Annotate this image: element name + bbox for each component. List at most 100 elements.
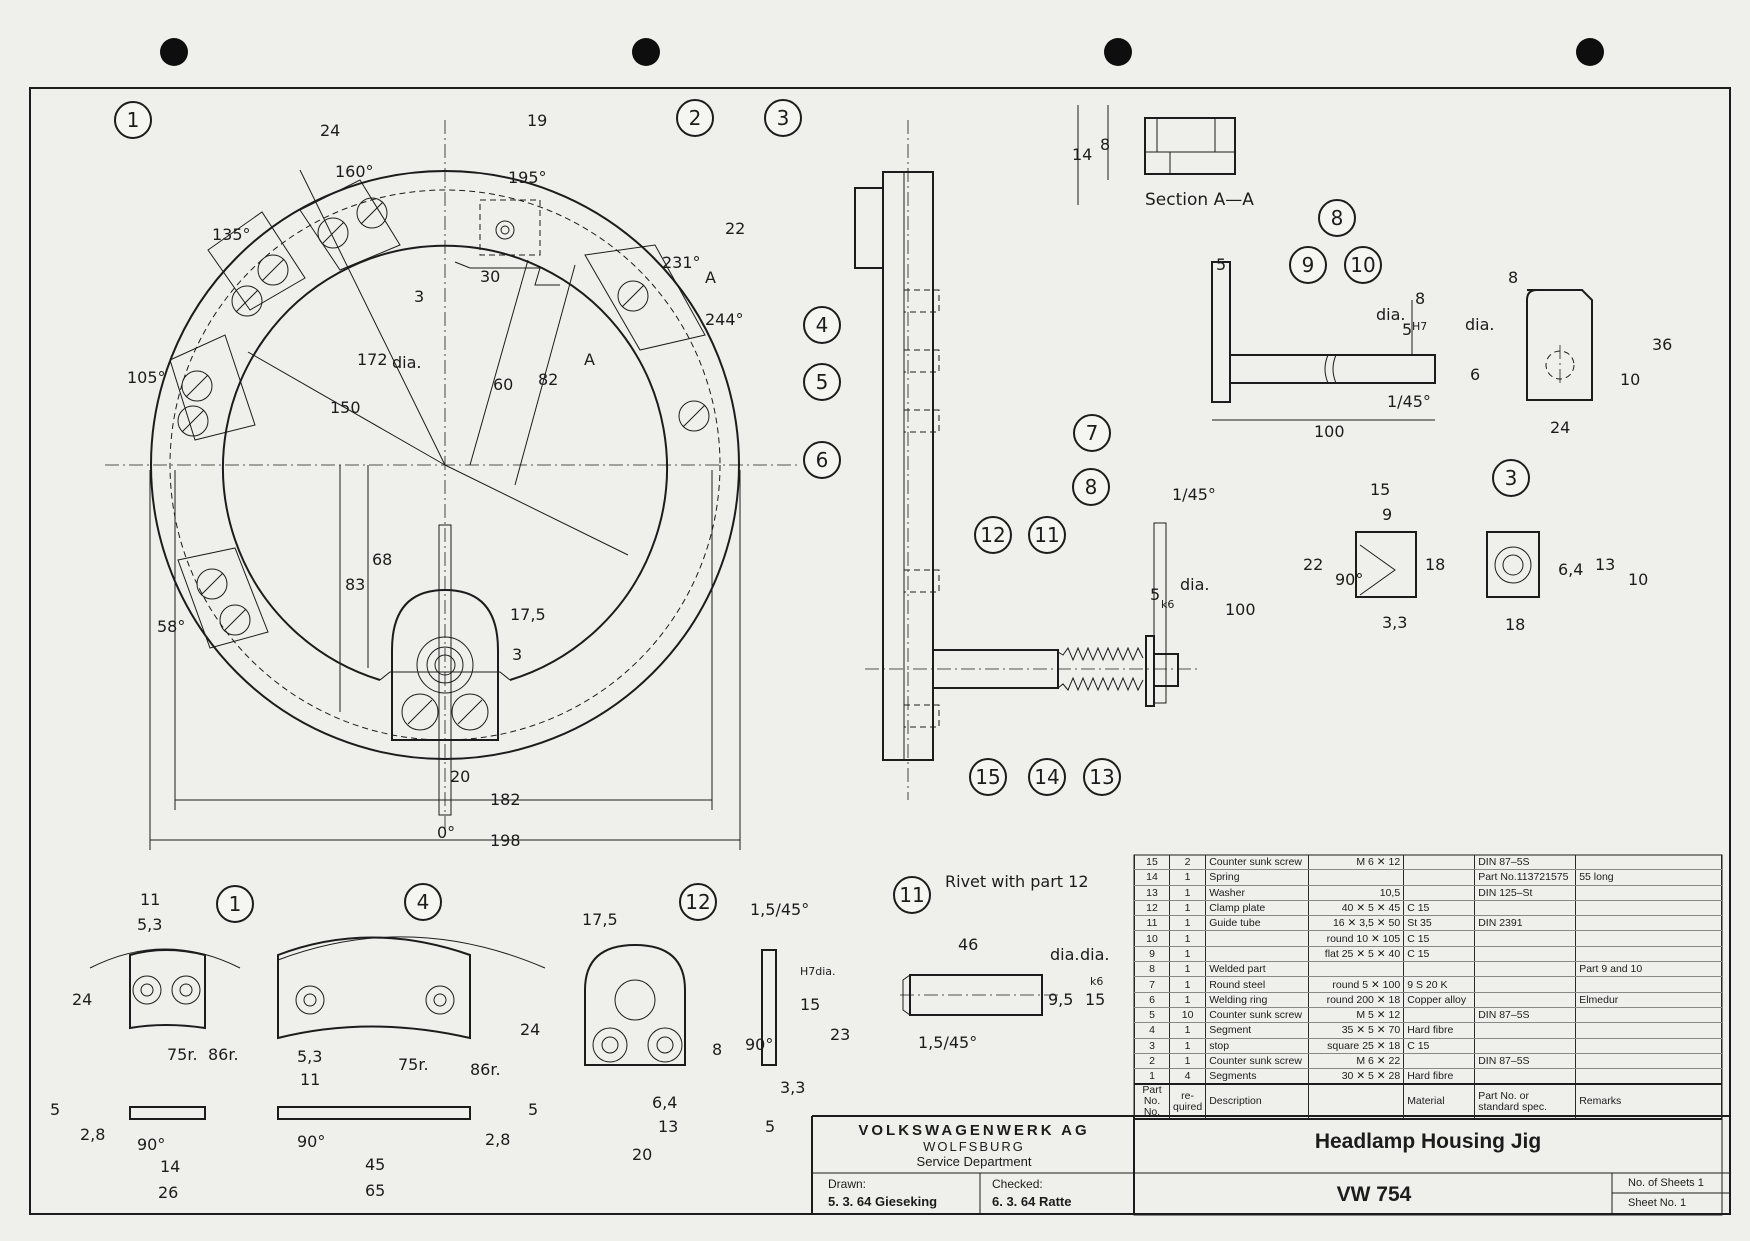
parts-cell-desc: Counter sunk screw (1205, 855, 1310, 871)
parts-cell-pos: 14 (1134, 869, 1170, 886)
parts-header-pos: Part No.No. (1134, 1083, 1170, 1121)
parts-cell-desc (1205, 930, 1310, 947)
parts-cell-mat: 9 S 20 K (1403, 976, 1476, 993)
balloon-label: 12 (980, 523, 1005, 547)
dim-text: 1,5/45° (918, 1033, 977, 1052)
dim-text: 14 (1072, 145, 1092, 164)
parts-cell-rem (1575, 855, 1722, 871)
balloon-label: 1 (127, 108, 140, 132)
parts-cell-std (1474, 900, 1577, 917)
balloon-label: 11 (1034, 523, 1059, 547)
dim-text: 13 (1595, 555, 1615, 574)
dim-text: 8 (712, 1040, 722, 1059)
parts-cell-qty: 4 (1168, 1068, 1207, 1085)
parts-cell-qty: 1 (1168, 976, 1207, 993)
parts-cell-desc: Spring (1205, 869, 1310, 886)
parts-cell-mat: C 15 (1403, 930, 1476, 947)
parts-cell-dim (1308, 869, 1405, 886)
dim-text: 13 (658, 1117, 678, 1136)
dim-text: H7 (1412, 320, 1427, 333)
parts-cell-std (1474, 1038, 1577, 1054)
welded-part-view (1211, 261, 1436, 421)
dim-text: k6 (1161, 598, 1174, 611)
dim-text: dia. (1080, 945, 1110, 964)
dim-text: 150 (330, 398, 361, 417)
parts-cell-desc: Round steel (1205, 976, 1310, 993)
dim-text: 30 (480, 267, 500, 286)
dim-text: 3,3 (1382, 613, 1407, 632)
parts-cell-qty: 1 (1168, 915, 1207, 932)
parts-cell-pos: 8 (1134, 961, 1170, 978)
drawing-title: Headlamp Housing Jig (1314, 1130, 1542, 1153)
parts-cell-rem (1575, 915, 1722, 932)
balloon-label: 4 (816, 313, 829, 337)
part-balloons: 1 2 3 4 5 6 3 12 11 15 14 13 7 8 9 10 8 … (114, 99, 1530, 923)
parts-cell-rem (1575, 1007, 1722, 1024)
dim-text: 23 (830, 1025, 850, 1044)
parts-cell-dim: 35 ✕ 5 ✕ 70 (1308, 1022, 1405, 1039)
parts-cell-qty: 2 (1168, 855, 1207, 871)
dim-text: 0° (437, 823, 455, 842)
section-a-a (1077, 105, 1236, 205)
parts-cell-qty: 1 (1168, 992, 1207, 1008)
checked-label: Checked: (992, 1177, 1043, 1191)
dim-text: 18 (1505, 615, 1525, 634)
parts-cell-mat: C 15 (1403, 946, 1476, 963)
parts-header-dim (1308, 1083, 1405, 1121)
parts-cell-qty: 1 (1168, 946, 1207, 963)
parts-cell-mat (1403, 855, 1476, 871)
dim-text: 22 (1303, 555, 1323, 574)
company-city: WOLFSBURG (923, 1139, 1025, 1154)
parts-cell-mat: C 15 (1403, 900, 1476, 917)
dim-text: 60 (493, 375, 513, 394)
balloon-label: 11 (899, 883, 924, 907)
parts-cell-pos: 1 (1134, 1068, 1170, 1085)
dim-text: 5 (1402, 320, 1412, 339)
dim-text: 198 (490, 831, 521, 850)
dim-text: 2,8 (485, 1130, 510, 1149)
parts-cell-dim: M 6 ✕ 12 (1308, 855, 1405, 871)
parts-cell-std: DIN 125–St (1474, 885, 1577, 901)
dim-text: 9 (1382, 505, 1392, 524)
dim-text: 6 (1470, 365, 1480, 384)
parts-cell-desc (1205, 946, 1310, 963)
parts-cell-std: Part No.113721575 (1474, 869, 1577, 886)
balloon-label: 9 (1302, 253, 1315, 277)
parts-cell-dim: 40 ✕ 5 ✕ 45 (1308, 900, 1405, 917)
parts-cell-pos: 12 (1134, 900, 1170, 917)
parts-cell-pos: 11 (1134, 915, 1170, 932)
parts-cell-mat: Copper alloy (1403, 992, 1476, 1008)
parts-cell-std (1474, 992, 1577, 1008)
balloon-label: 8 (1331, 206, 1344, 230)
dim-text: 2,8 (80, 1125, 105, 1144)
dim-text: 5,3 (297, 1047, 322, 1066)
balloon-label: 6 (816, 448, 829, 472)
dim-text: 160° (335, 162, 374, 181)
dim-text: 195° (508, 168, 547, 187)
dim-text: 82 (538, 370, 558, 389)
parts-cell-pos: 6 (1134, 992, 1170, 1008)
dim-text: 26 (158, 1183, 178, 1202)
parts-cell-pos: 4 (1134, 1022, 1170, 1039)
parts-cell-dim: 30 ✕ 5 ✕ 28 (1308, 1068, 1405, 1085)
parts-cell-std (1474, 930, 1577, 947)
parts-cell-rem (1575, 946, 1722, 963)
dim-text: 86r. (470, 1060, 501, 1079)
dim-text: dia. (392, 353, 422, 372)
parts-cell-desc: Washer (1205, 885, 1310, 901)
dim-text: dia. (1376, 305, 1406, 324)
dim-text: 105° (127, 368, 166, 387)
stop-part-views (1355, 289, 1593, 598)
dim-text: 15 (800, 995, 820, 1014)
dim-text: 100 (1314, 422, 1345, 441)
dim-text: 14 (160, 1157, 180, 1176)
dim-text: 75r. (398, 1055, 429, 1074)
parts-cell-rem (1575, 885, 1722, 901)
